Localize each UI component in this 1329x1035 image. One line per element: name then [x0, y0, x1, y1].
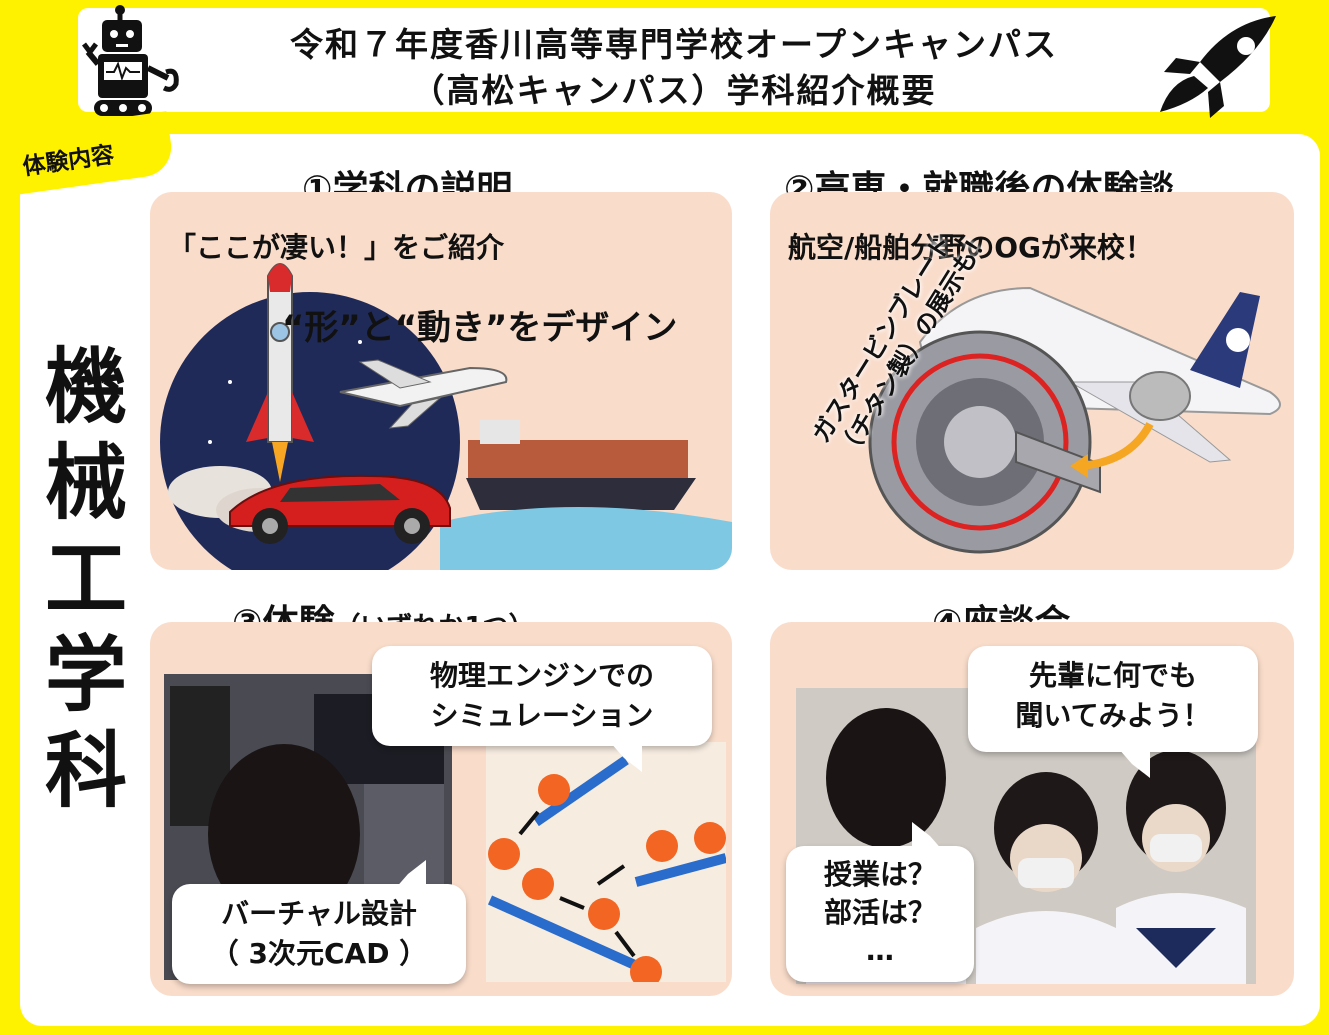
page-title-line1: 令和７年度香川高等専門学校オープンキャンパス	[289, 25, 1059, 64]
physics-simulation	[486, 742, 726, 982]
section2-text: 航空/船舶分野のOGが来校！	[788, 231, 1154, 264]
robot-icon	[80, 4, 190, 130]
section3-panel: 物理エンジンでの シミュレーション バーチャル設計 （ 3次元CAD ）	[150, 622, 732, 996]
department-name: 機 械 工 学 科	[44, 340, 127, 819]
title-banner: 令和７年度香川高等専門学校オープンキャンパス （高松キャンパス）学科紹介概要	[78, 8, 1270, 112]
rocket-icon	[1150, 12, 1290, 132]
section1-text: 「ここが凄い！」をご紹介	[168, 231, 505, 264]
design-caption: “形”と“動き”をデザイン	[282, 308, 678, 348]
senpai-bubble: 先輩に何でも 聞いてみよう！	[968, 646, 1258, 778]
physics-bubble: 物理エンジンでの シミュレーション	[372, 646, 712, 772]
cad-bubble: バーチャル設計 （ 3次元CAD ）	[172, 860, 466, 984]
section2-panel: 航空/船舶分野のOGが来校！ ガスタービンブレード （チタン製）の展示も！	[770, 192, 1294, 570]
section4-panel: 先輩に何でも 聞いてみよう！ 授業は？ 部活は？ …	[770, 622, 1294, 996]
question-bubble: 授業は？ 部活は？ …	[786, 822, 974, 982]
page-title-line2: （高松キャンパス）学科紹介概要	[411, 71, 937, 110]
airplane-turbine-illustration	[868, 286, 1281, 554]
vehicles-illustration	[160, 263, 732, 570]
section1-panel: 「ここが凄い！」をご紹介 “形”と“動き”をデザイン	[150, 192, 732, 570]
